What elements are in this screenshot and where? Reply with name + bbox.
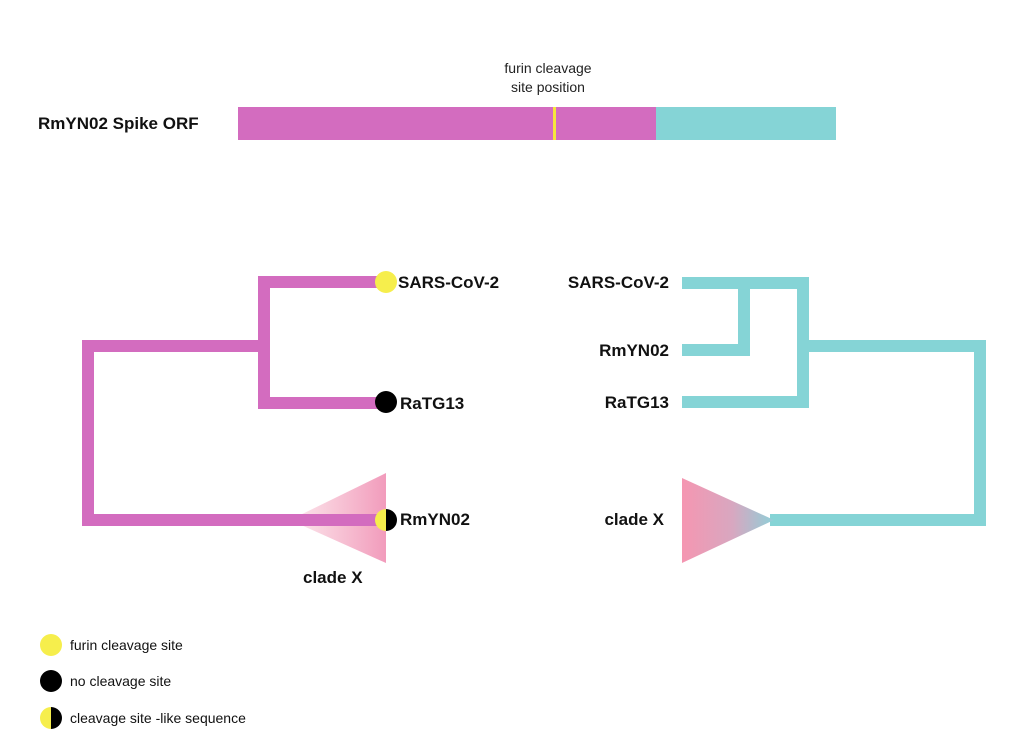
- legend-item-furin: furin cleavage site: [40, 633, 183, 657]
- left-tree-root-branch: [82, 340, 386, 526]
- left-tip-sars-cov-2: SARS-CoV-2: [398, 273, 500, 292]
- furin-position-note: furin cleavage site position: [488, 59, 608, 97]
- left-ratg13-no-site-dot: [375, 391, 397, 413]
- right-tree-root-branch: [770, 340, 986, 526]
- legend-item-no-site: no cleavage site: [40, 669, 171, 693]
- orf-label: RmYN02 Spike ORF: [38, 114, 199, 133]
- right-tip-ratg13: RaTG13: [604, 393, 669, 412]
- half-circle-icon: [40, 707, 62, 729]
- furin-note-line1: furin cleavage: [504, 60, 592, 76]
- left-tree-branches: [258, 276, 386, 409]
- furin-note-line2: site position: [511, 79, 585, 95]
- orf-segment-magenta: [238, 107, 656, 140]
- left-tip-ratg13: RaTG13: [400, 394, 465, 413]
- left-clade-x-label: clade X: [303, 568, 363, 587]
- right-tree: [682, 277, 986, 563]
- left-tree: [82, 271, 397, 563]
- right-clade-x-triangle: [682, 478, 774, 563]
- right-tip-sars-cov-2: SARS-CoV-2: [567, 273, 669, 292]
- left-rmyn02-half-dot: [375, 509, 397, 531]
- black-circle-icon: [40, 670, 62, 692]
- left-sars-cov-2-furin-dot: [375, 271, 397, 293]
- furin-site-marker: [553, 107, 556, 140]
- right-tree-rmyn02-branch: [682, 283, 750, 356]
- right-tip-rmyn02: RmYN02: [599, 341, 669, 360]
- legend-label: cleavage site -like sequence: [70, 710, 246, 726]
- legend-label: no cleavage site: [70, 673, 172, 689]
- legend-label: furin cleavage site: [70, 637, 183, 653]
- legend-item-like-sequence: cleavage site -like sequence: [40, 706, 246, 730]
- right-clade-x-label: clade X: [604, 510, 664, 529]
- yellow-circle-icon: [40, 634, 62, 656]
- left-tip-rmyn02: RmYN02: [400, 510, 470, 529]
- spike-orf-bar: [238, 107, 836, 140]
- orf-segment-teal: [656, 107, 836, 140]
